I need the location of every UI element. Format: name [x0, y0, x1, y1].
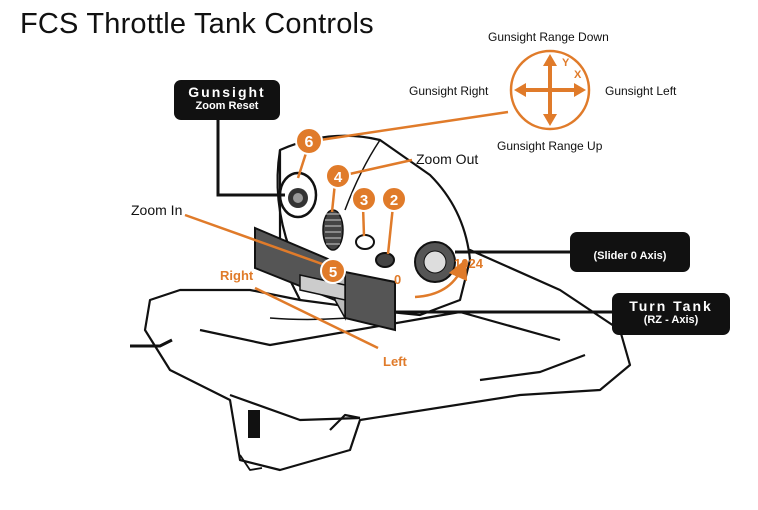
page-title: FCS Throttle Tank Controls: [20, 8, 374, 40]
slider-line1: [570, 236, 690, 250]
zoom-in-label: Zoom In: [131, 202, 183, 218]
zoom-out-label: Zoom Out: [416, 151, 479, 167]
slider-line2: (Slider 0 Axis): [593, 250, 667, 262]
hat-up-label: Gunsight Range Down: [488, 30, 609, 44]
turn-tank-box: Turn Tank (RZ - Axis): [612, 293, 730, 335]
hat-left-label: Gunsight Right: [409, 84, 489, 98]
gunsight-reset-line1: Gunsight: [188, 84, 266, 100]
zoom-wheel: [322, 209, 344, 251]
hat-down-label: Gunsight Range Up: [497, 139, 603, 153]
slider-min-label: 0: [394, 272, 402, 287]
badge-2: 2: [381, 186, 407, 212]
slider-dial: [414, 241, 456, 283]
svg-text:3: 3: [360, 192, 368, 209]
svg-text:4: 4: [334, 169, 343, 186]
slider-box: (Slider 0 Axis): [570, 232, 690, 272]
svg-text:6: 6: [305, 134, 314, 151]
turn-tank-line1: Turn Tank: [629, 298, 713, 314]
gunsight-reset-line2: Zoom Reset: [195, 100, 259, 112]
badge-4: 4: [325, 163, 351, 189]
button-3: [355, 234, 375, 250]
badge-3: 3: [351, 186, 377, 212]
badge-6: 6: [295, 127, 323, 155]
hat-axis-y: Y: [562, 57, 570, 69]
svg-text:5: 5: [329, 264, 337, 281]
callout-lines: [216, 120, 612, 314]
orange-callouts: [184, 110, 509, 350]
left-label: Left: [383, 354, 407, 369]
button-2: [375, 252, 395, 268]
turn-tank-line2: (RZ - Axis): [643, 314, 699, 326]
badge-5: 5: [320, 258, 346, 284]
gunsight-hat: [278, 171, 318, 219]
hat-axis-x: X: [574, 69, 582, 81]
slider-max-label: 1024: [454, 256, 483, 271]
hat-right-label: Gunsight Left: [605, 84, 677, 98]
right-label: Right: [220, 268, 254, 283]
gunsight-reset-box: Gunsight Zoom Reset: [174, 80, 280, 120]
hat-direction-diagram: Y X: [509, 49, 591, 131]
cable: [130, 338, 173, 348]
number-badges: 6 4 3 2 5: [295, 127, 407, 284]
svg-text:2: 2: [390, 192, 398, 209]
